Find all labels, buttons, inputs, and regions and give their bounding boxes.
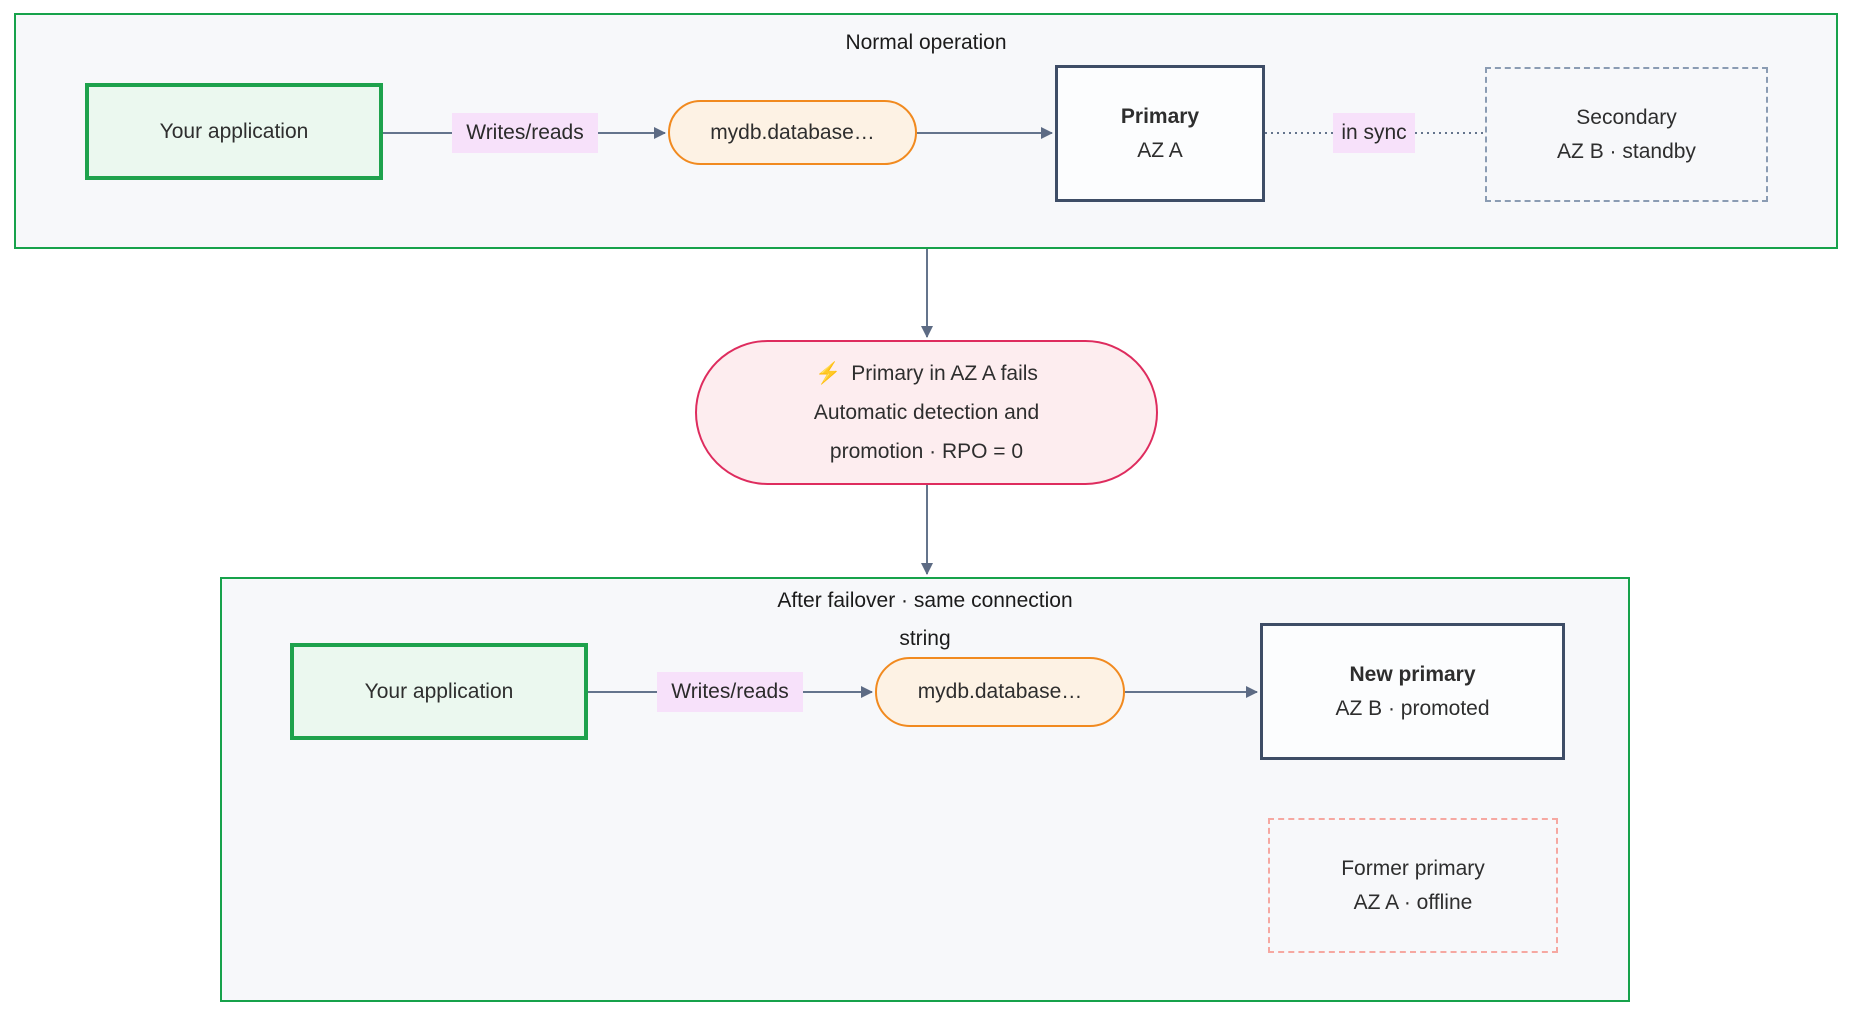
primary-node: Primary AZ A	[1055, 65, 1265, 202]
dns-endpoint-label-bottom: mydb.database…	[917, 680, 1083, 703]
your-application-label-top: Your application	[159, 119, 309, 143]
your-application-node-bottom: Your application	[290, 643, 588, 740]
failure-event-line2: Automatic detection and	[813, 401, 1040, 424]
after-failover-title: After failover · same connection string	[222, 582, 1628, 658]
writes-reads-label-bottom: Writes/reads	[657, 672, 803, 712]
secondary-standby-node: Secondary AZ B · standby	[1485, 67, 1768, 202]
dns-endpoint-node-top: mydb.database…	[668, 100, 917, 165]
new-primary-zone: AZ B · promoted	[1335, 696, 1490, 720]
after-failover-title-line2: string	[899, 627, 951, 650]
normal-operation-title: Normal operation	[845, 31, 1007, 54]
in-sync-label: in sync	[1333, 113, 1415, 153]
dns-endpoint-label-top: mydb.database…	[710, 120, 875, 144]
your-application-node-top: Your application	[85, 83, 383, 180]
lightning-icon: ⚡	[815, 362, 842, 385]
your-application-label-bottom: Your application	[364, 679, 514, 703]
dns-endpoint-node-bottom: mydb.database…	[875, 657, 1125, 727]
secondary-zone: AZ B · standby	[1557, 139, 1696, 163]
former-primary-name: Former primary	[1341, 856, 1485, 880]
failure-event-line1: ⚡ Primary in AZ A fails	[815, 354, 1038, 393]
failure-event-line1-text: Primary in AZ A fails	[851, 362, 1038, 385]
new-primary-node: New primary AZ B · promoted	[1260, 623, 1565, 760]
failure-event-node: ⚡ Primary in AZ A fails Automatic detecti…	[695, 340, 1158, 485]
writes-reads-label-top: Writes/reads	[452, 113, 598, 153]
after-failover-title-line1: After failover · same connection	[777, 589, 1073, 612]
primary-zone: AZ A	[1137, 138, 1183, 162]
former-primary-zone: AZ A · offline	[1353, 890, 1473, 914]
new-primary-name: New primary	[1349, 662, 1476, 686]
former-primary-node: Former primary AZ A · offline	[1268, 818, 1558, 953]
primary-name: Primary	[1120, 104, 1200, 128]
secondary-name: Secondary	[1576, 105, 1677, 129]
failure-event-line3: promotion · RPO = 0	[829, 440, 1024, 463]
